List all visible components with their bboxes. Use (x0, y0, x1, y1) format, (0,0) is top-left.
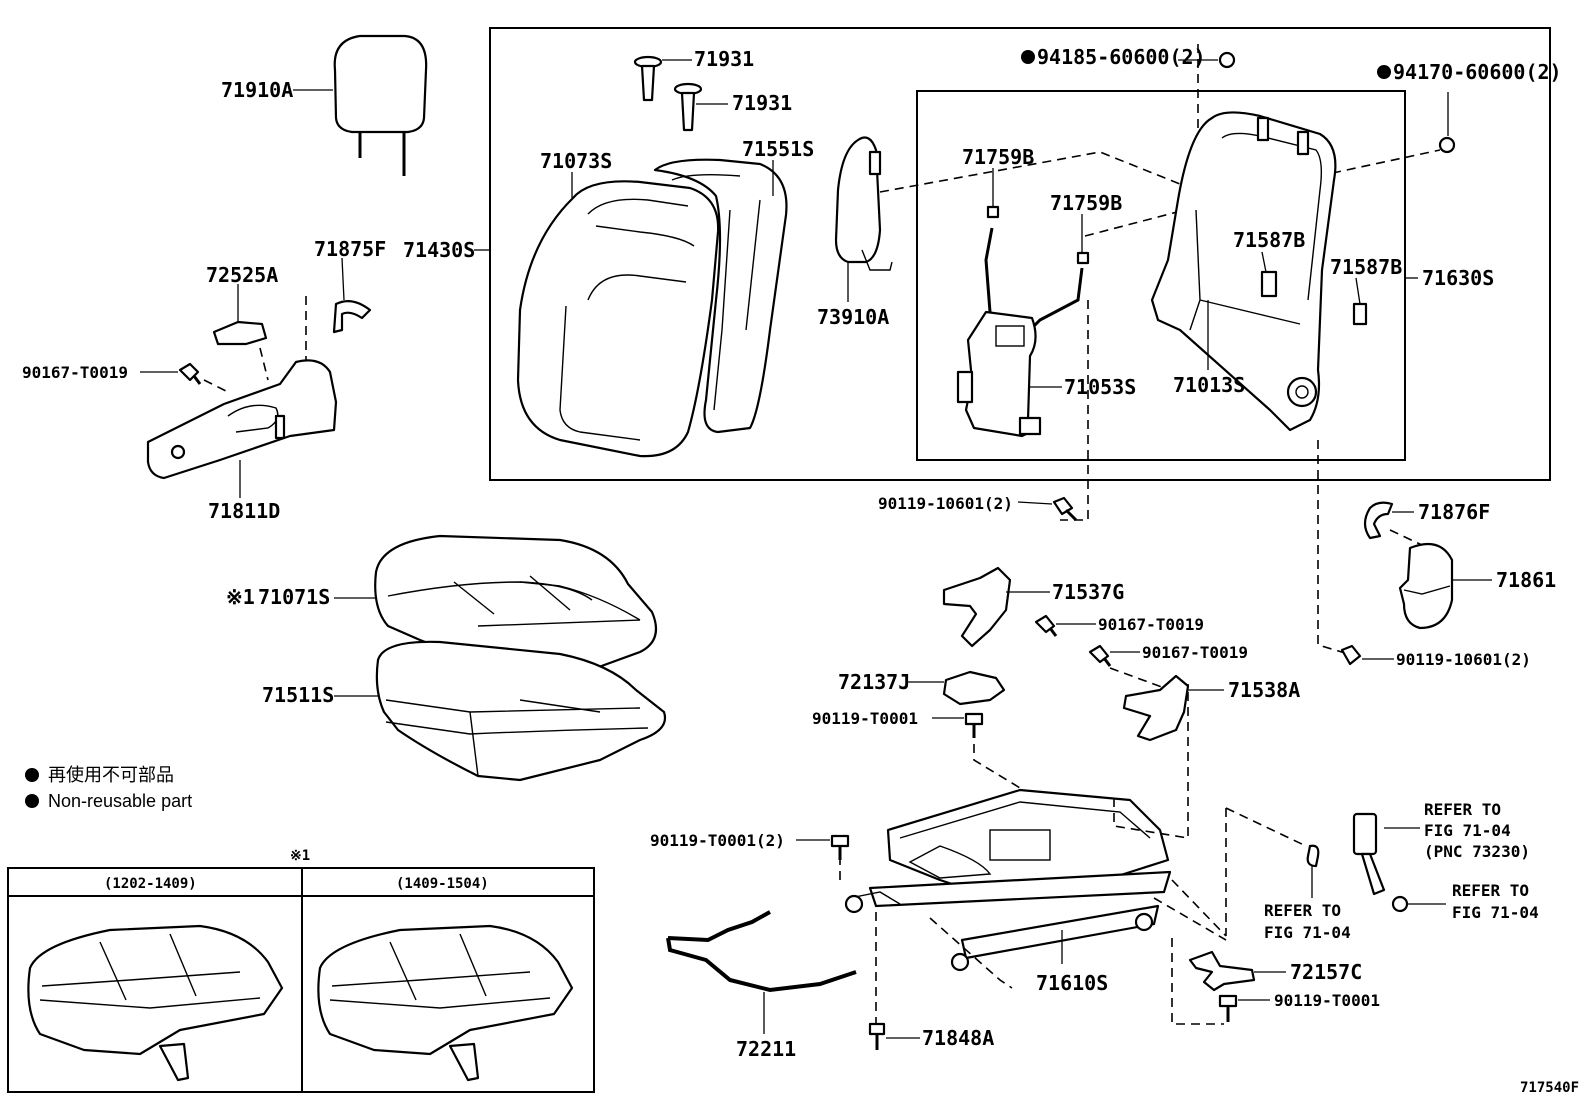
refer-mid-1: REFER TO (1264, 901, 1341, 920)
wire-part (984, 205, 1090, 332)
label-71071S: 71071S (258, 585, 330, 609)
label-71931-a: 71931 (694, 47, 754, 71)
seat-adjuster-part (844, 788, 1172, 972)
label-71537G: 71537G (1052, 580, 1124, 604)
belt-buckle-part (1306, 812, 1409, 913)
knob-cover-part (212, 320, 268, 346)
label-90119-t0001-2: 90119-T0001(2) (650, 831, 785, 850)
seatback-group-box (489, 27, 1551, 481)
frame-group-box (916, 90, 1406, 461)
label-90119-10601-b: 90119-10601(2) (1396, 650, 1531, 669)
label-71610S: 71610S (1036, 971, 1108, 995)
refer-belt-3: (PNC 73230) (1424, 842, 1530, 861)
legend-dot-en (25, 794, 39, 808)
cover-538a-part (1122, 674, 1190, 742)
label-71759B-b: 71759B (1050, 191, 1122, 215)
non-reusable-dot-2 (1377, 65, 1391, 79)
refer-belt-2: FIG 71-04 (1424, 821, 1511, 840)
legend-en: Non-reusable part (48, 791, 192, 811)
label-72211: 72211 (736, 1037, 796, 1061)
label-94170: 94170-60600(2) (1393, 60, 1562, 84)
cover-537g-part (942, 566, 1012, 648)
label-71073S: 71073S (540, 149, 612, 173)
cushion-pad-part (375, 640, 667, 782)
knob-861-part (1398, 542, 1454, 630)
non-reusable-dot-1 (1021, 50, 1035, 64)
variant-col1: (1202-1409) (104, 876, 197, 892)
side-shield-part (146, 359, 338, 480)
bolt-t0001-b-part (1218, 994, 1238, 1022)
legend-dot-jp (25, 768, 39, 782)
label-71587B-b: 71587B (1330, 255, 1402, 279)
variant-cushion-2 (317, 924, 574, 1082)
bolt-t0001-2-part (830, 834, 850, 860)
label-71861: 71861 (1496, 568, 1556, 592)
variant-cushion-1 (27, 924, 284, 1082)
label-73910A: 73910A (817, 305, 889, 329)
bolt-right-part (1340, 644, 1362, 666)
cap-875f-part (332, 299, 372, 334)
variant-col2: (1409-1504) (396, 876, 489, 892)
seatback-frame-part (1150, 111, 1368, 432)
label-90167-side: 90167-T0019 (22, 363, 128, 382)
refer-belt-1: REFER TO (1424, 800, 1501, 819)
label-71811D: 71811D (208, 499, 280, 523)
screw-side-part (178, 362, 202, 385)
back-shield-part (834, 136, 893, 271)
screw-a-part (1034, 614, 1058, 637)
label-71430S: 71430S (403, 238, 475, 262)
cushion-cover-part (374, 534, 658, 670)
bracket-137j-part (942, 670, 1006, 706)
figure-code: 717540F (1520, 1080, 1579, 1096)
screw-b-part (1088, 644, 1112, 667)
label-72525A: 72525A (206, 263, 278, 287)
lumbar-part (956, 310, 1042, 438)
label-90119-10601-a: 90119-10601(2) (878, 494, 1013, 513)
nut-right-part (1438, 136, 1456, 154)
variant-mark: ※1 (290, 848, 310, 864)
label-71910A: 71910A (221, 78, 293, 102)
label-cushion-mark: ※1 (226, 585, 255, 609)
label-71875F: 71875F (314, 237, 386, 261)
cable-part (666, 910, 857, 993)
nut-top-part (1218, 51, 1236, 69)
headrest-part (333, 34, 428, 176)
label-72157C: 72157C (1290, 960, 1362, 984)
label-71538A: 71538A (1228, 678, 1300, 702)
label-72137J: 72137J (838, 670, 910, 694)
label-90119-t0001-a: 90119-T0001 (812, 709, 918, 728)
label-71876F: 71876F (1418, 500, 1490, 524)
label-71759B-a: 71759B (962, 145, 1034, 169)
label-94185: 94185-60600(2) (1037, 45, 1206, 69)
legend-jp: 再使用不可部品 (48, 765, 174, 785)
label-71931-b: 71931 (732, 91, 792, 115)
cap-876f-part (1363, 501, 1394, 540)
label-90167-a: 90167-T0019 (1098, 615, 1204, 634)
refer-nut-2: FIG 71-04 (1452, 903, 1539, 922)
label-90167-b: 90167-T0019 (1142, 643, 1248, 662)
pin-part (633, 55, 703, 132)
label-71630S: 71630S (1422, 266, 1494, 290)
label-90119-t0001-b: 90119-T0001 (1274, 991, 1380, 1010)
seatback-cover-part (516, 180, 720, 458)
label-71848A: 71848A (922, 1026, 994, 1050)
bolt-848a-part (868, 1022, 886, 1050)
bolt-back-part (1052, 496, 1078, 522)
seatback-pad-part (653, 158, 788, 434)
refer-nut-1: REFER TO (1452, 881, 1529, 900)
label-71511S: 71511S (262, 683, 334, 707)
label-71587B-a: 71587B (1233, 228, 1305, 252)
refer-mid-2: FIG 71-04 (1264, 923, 1351, 942)
bolt-t0001-a-part (964, 712, 984, 738)
label-71053S: 71053S (1064, 375, 1136, 399)
label-71551S: 71551S (742, 137, 814, 161)
label-71013S: 71013S (1173, 373, 1245, 397)
bracket-157c-part (1188, 950, 1256, 992)
